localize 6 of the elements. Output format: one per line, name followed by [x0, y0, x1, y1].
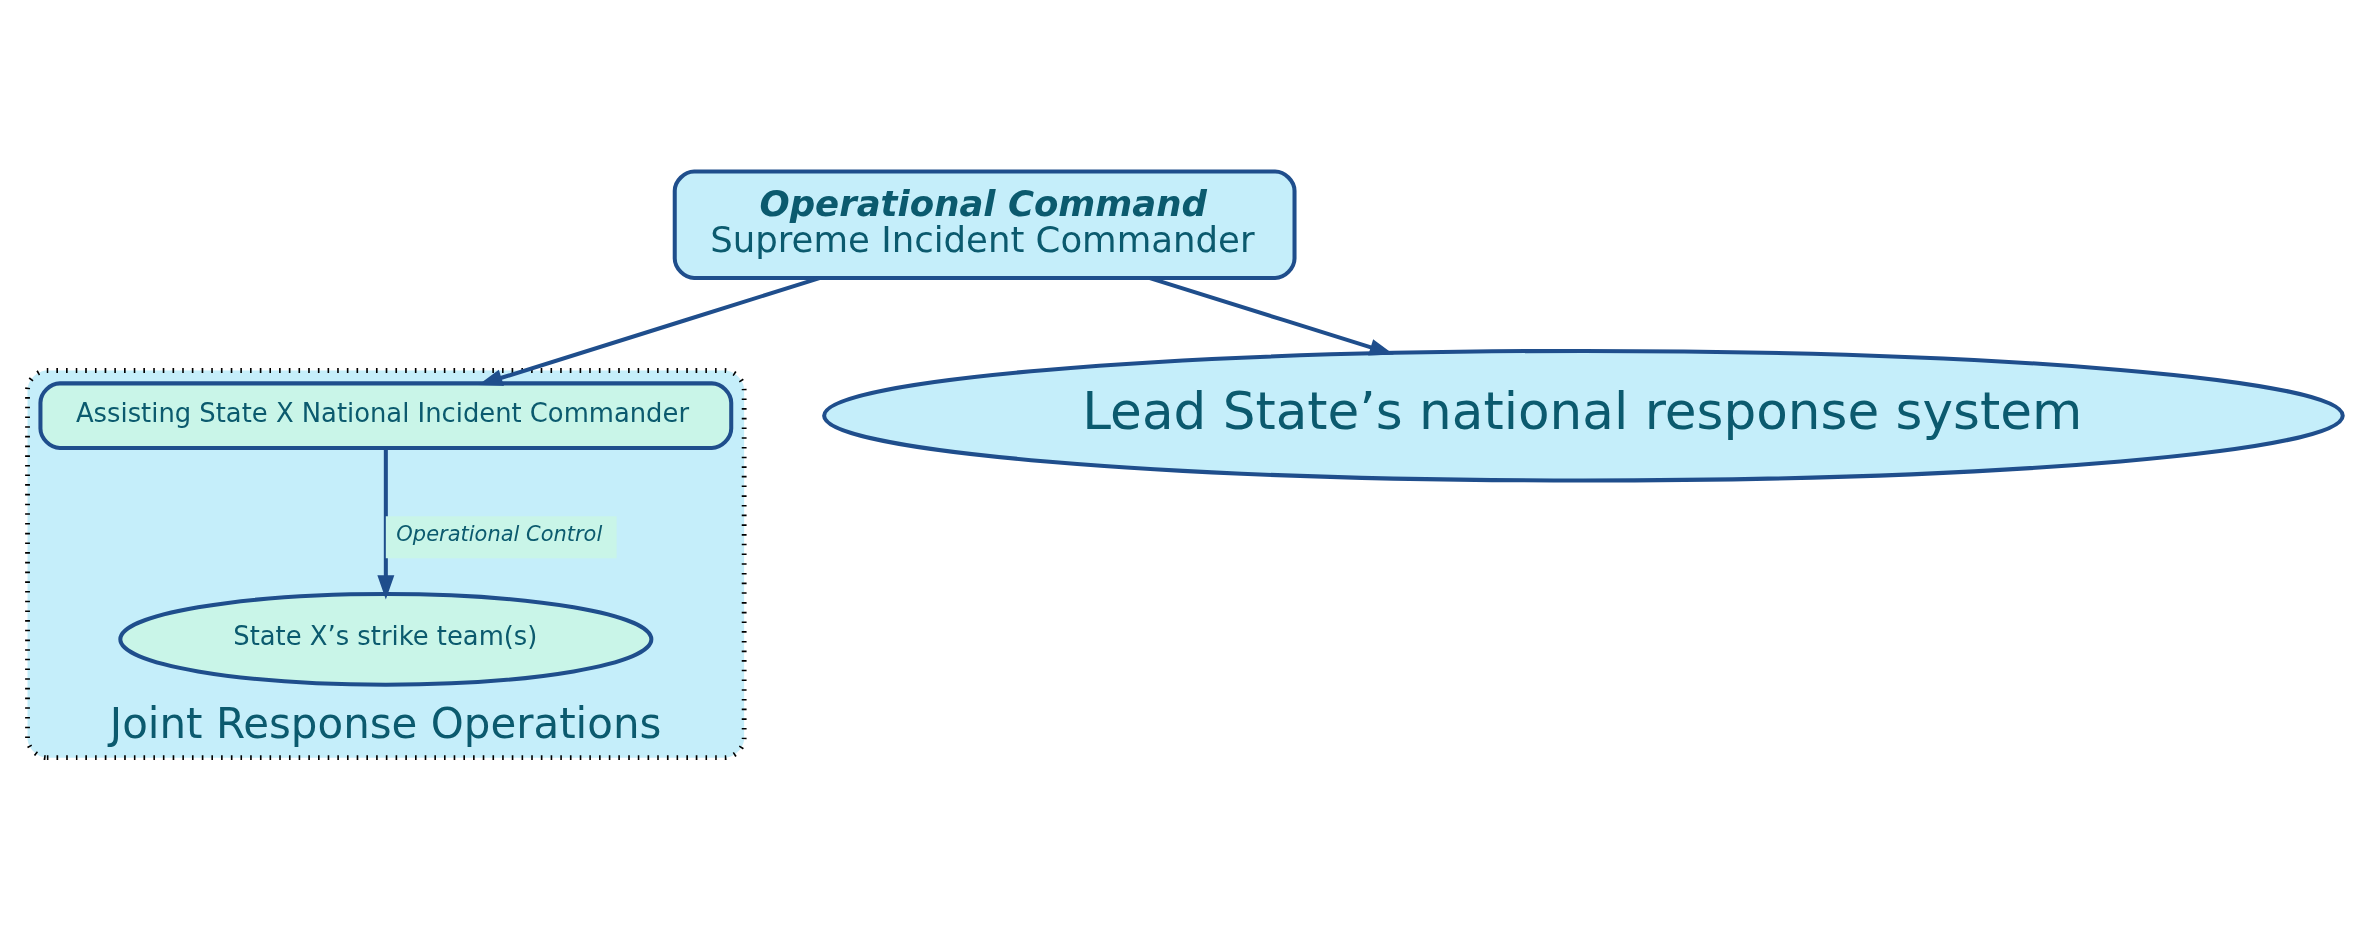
- node-ellipse: Lead State’s national response system: [822, 348, 2345, 482]
- node-box: Operational Command Supreme Incident Commander: [672, 168, 1297, 280]
- arrow: [377, 447, 395, 600]
- node-ellipse: State X’s strike team(s): [118, 591, 654, 687]
- node-box: Assisting State X National Incident Commander: [38, 380, 734, 450]
- edge-label: Operational Control: [396, 521, 603, 546]
